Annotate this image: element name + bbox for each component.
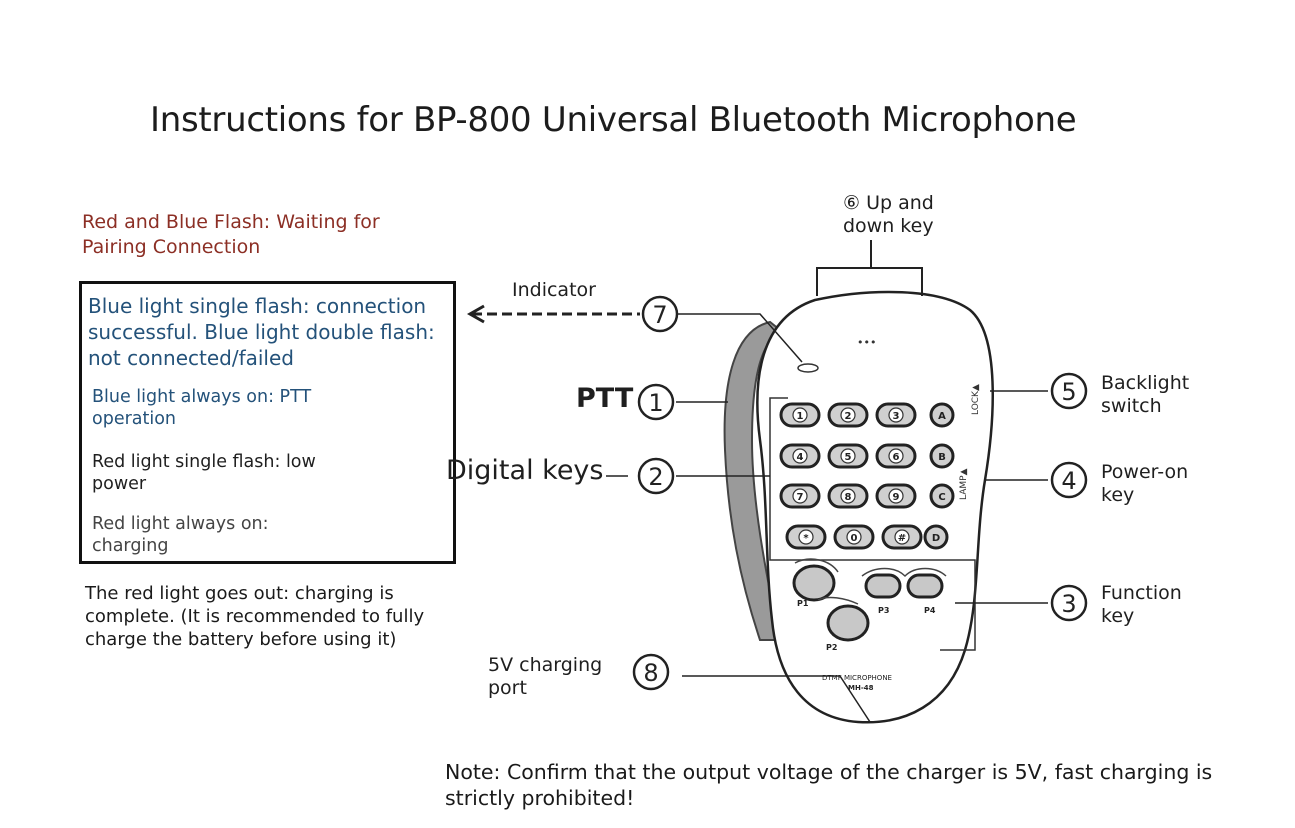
indicator-leader bbox=[678, 313, 803, 363]
model-line2: MH-48 bbox=[848, 684, 874, 692]
keypad-key-inner bbox=[888, 448, 904, 464]
page-title: Instructions for BP-800 Universal Blueto… bbox=[150, 100, 1077, 140]
callout-5: 5 bbox=[1050, 372, 1088, 410]
keypad-key-shape bbox=[929, 402, 955, 428]
keypad-bracket bbox=[769, 397, 976, 651]
keypad-key-label: 8 bbox=[845, 492, 852, 503]
keypad-key-inner bbox=[888, 407, 904, 423]
keypad-key-shape bbox=[929, 483, 955, 509]
keypad-key-label: 1 bbox=[797, 411, 804, 422]
svg-text:4: 4 bbox=[1061, 467, 1076, 495]
keypad-key-inner bbox=[792, 488, 808, 504]
keypad-key-inner bbox=[846, 529, 862, 545]
keypad: 1 2 3 A 4 5 6 B 7 8 9 C * 0 # D bbox=[779, 402, 955, 550]
keypad-key-label: 2 bbox=[845, 411, 852, 422]
p3-p4-arc bbox=[861, 567, 947, 578]
footer-note: Note: Confirm that the output voltage of… bbox=[445, 760, 1213, 810]
blue-on-text: Blue light always on: PTT operation bbox=[92, 387, 312, 429]
callout-2: 2 bbox=[637, 457, 675, 495]
red-on-text: Red light always on: charging bbox=[92, 514, 269, 556]
model-line1: DTMF MICROPHONE bbox=[822, 674, 892, 682]
keypad-key-inner bbox=[840, 407, 856, 423]
keypad-key-inner bbox=[798, 529, 814, 545]
pairing-note: Red and Blue Flash: Waiting for Pairing … bbox=[82, 211, 380, 258]
function-key-p4 bbox=[906, 573, 944, 599]
keypad-key-label: # bbox=[898, 533, 906, 544]
svg-text:2: 2 bbox=[648, 463, 663, 491]
blue-flash-text: Blue light single flash: connection succ… bbox=[88, 294, 435, 370]
up-down-key-text: Up and down key bbox=[843, 192, 934, 237]
charging-port-label: 5V charging port bbox=[488, 654, 603, 699]
speaker-dots: ••• bbox=[857, 336, 876, 349]
lock-label: LOCK▲ bbox=[971, 384, 981, 415]
lamp-label: LAMP▲ bbox=[959, 468, 969, 500]
keypad-key-inner bbox=[888, 488, 904, 504]
charging-leader-diag bbox=[839, 675, 871, 723]
function-key-p3 bbox=[864, 573, 902, 599]
red-out-note: The red light goes out: charging is comp… bbox=[85, 583, 425, 650]
callout-4: 4 bbox=[1050, 461, 1088, 499]
indicator-states-box bbox=[79, 281, 456, 564]
microphone-body bbox=[756, 290, 994, 724]
p2-arc bbox=[817, 596, 859, 605]
keypad-key-label: 6 bbox=[893, 452, 900, 463]
indicator-led bbox=[797, 363, 819, 373]
ptt-label: PTT bbox=[576, 383, 634, 414]
keypad-key-label: 4 bbox=[797, 452, 804, 463]
keypad-key-inner bbox=[894, 529, 910, 545]
p2-label: P2 bbox=[826, 643, 837, 652]
keypad-key-label: 7 bbox=[797, 492, 804, 503]
svg-text:5: 5 bbox=[1061, 378, 1076, 406]
keypad-key-label: C bbox=[938, 492, 945, 503]
svg-text:3: 3 bbox=[1061, 590, 1076, 618]
keypad-key-label: 5 bbox=[845, 452, 852, 463]
backlight-label: Backlight switch bbox=[1101, 372, 1190, 417]
keypad-key-inner bbox=[840, 488, 856, 504]
up-down-key-outline bbox=[816, 267, 923, 296]
function-key-p1 bbox=[792, 564, 836, 602]
keypad-key-label: 9 bbox=[893, 492, 900, 503]
keypad-key-label: 3 bbox=[893, 411, 900, 422]
function-key-label: Function key bbox=[1101, 582, 1182, 627]
keypad-key-label: 0 bbox=[851, 533, 858, 544]
svg-text:8: 8 bbox=[643, 659, 658, 687]
callout-7: 7 bbox=[641, 295, 679, 333]
side-strip bbox=[723, 320, 782, 641]
function-key-p2 bbox=[826, 604, 870, 642]
digital-keys-label: Digital keys bbox=[446, 455, 604, 486]
keypad-key-inner bbox=[792, 407, 808, 423]
svg-text:7: 7 bbox=[652, 301, 667, 329]
callout-8: 8 bbox=[632, 653, 670, 691]
keypad-key-label: B bbox=[938, 452, 946, 463]
keypad-key-shape bbox=[923, 524, 949, 550]
keypad-key-label: D bbox=[932, 533, 940, 544]
keypad-key-shape bbox=[929, 443, 955, 469]
up-down-key-label: ⑥ Up and down key bbox=[843, 192, 963, 238]
p1-label: P1 bbox=[797, 599, 809, 608]
callout-1: 1 bbox=[637, 383, 675, 421]
keypad-key-label: A bbox=[938, 411, 946, 422]
p1-arc bbox=[794, 558, 839, 573]
callout-6-number: ⑥ bbox=[843, 192, 861, 214]
keypad-key-inner bbox=[840, 448, 856, 464]
keypad-key-inner bbox=[792, 448, 808, 464]
indicator-arrow-head bbox=[466, 304, 485, 324]
callout-3: 3 bbox=[1050, 584, 1088, 622]
power-on-label: Power-on key bbox=[1101, 461, 1189, 506]
svg-text:1: 1 bbox=[648, 389, 663, 417]
red-flash-text: Red light single flash: low power bbox=[92, 452, 316, 494]
keypad-key-label: * bbox=[803, 533, 809, 544]
p4-label: P4 bbox=[924, 606, 936, 615]
p3-label: P3 bbox=[878, 606, 889, 615]
indicator-label: Indicator bbox=[512, 279, 596, 301]
